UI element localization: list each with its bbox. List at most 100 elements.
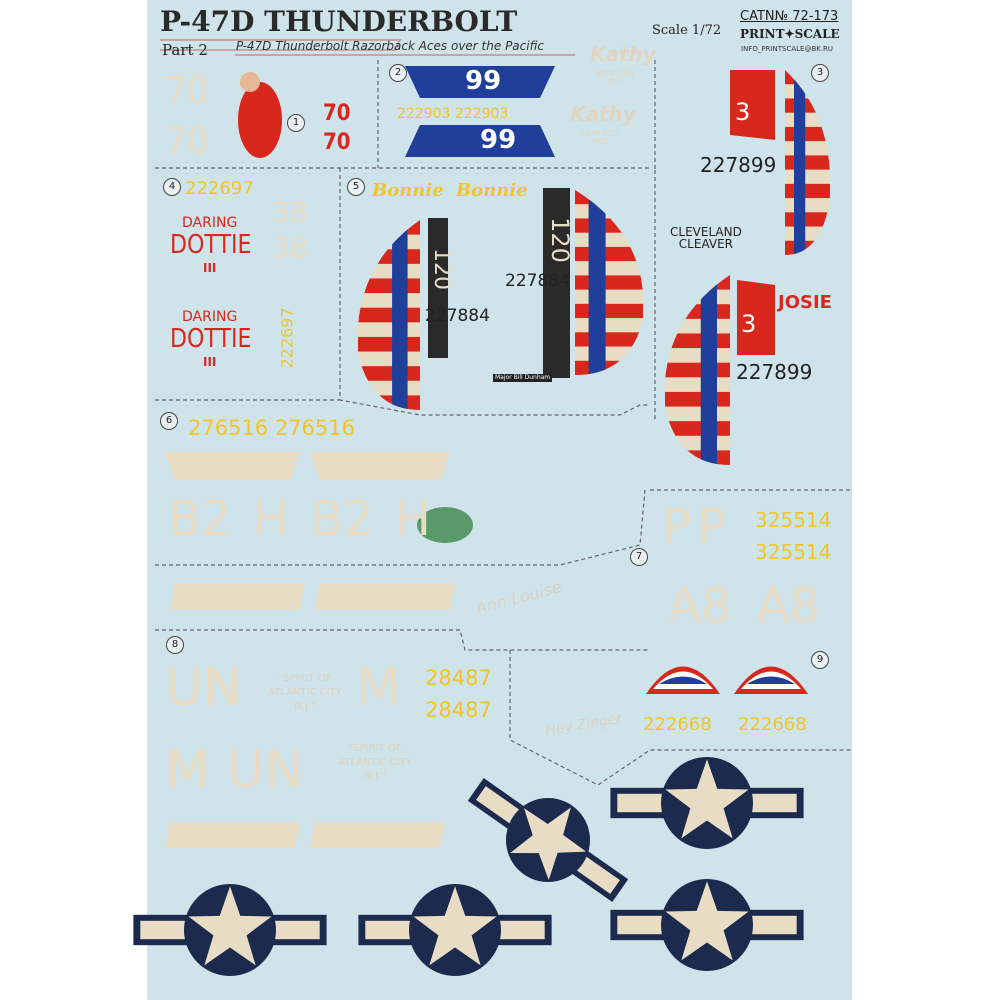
insignia-star xyxy=(665,881,749,961)
rudder-decal xyxy=(665,275,730,465)
rudder-stripe xyxy=(575,190,643,205)
star-insignia xyxy=(467,778,629,902)
nose-art-name: Bonnie xyxy=(456,180,528,201)
fuselage-codes: M UN xyxy=(165,740,304,800)
rudder-stripe xyxy=(575,218,643,233)
cap-blue xyxy=(747,676,795,684)
nose-art-daring: DARING xyxy=(182,309,238,325)
rudder-stripe xyxy=(358,278,420,294)
rudder-red-panel xyxy=(730,70,775,140)
rudder-number: 3 xyxy=(741,310,757,338)
nose-art-daring: DARING xyxy=(182,215,238,231)
nose-art-name: Kathy xyxy=(590,42,656,66)
fuselage-codes: M xyxy=(356,658,401,718)
section-number: 8 xyxy=(166,636,184,654)
section-number: 9 xyxy=(811,651,829,669)
serial: 222903 222903 xyxy=(397,106,509,122)
fuselage-codes: B2 H B2 H xyxy=(168,491,431,547)
rudder-stripe xyxy=(665,333,730,349)
rudder-black-panel xyxy=(543,188,570,378)
rudder-stripe xyxy=(575,246,643,262)
serial: 28487 xyxy=(425,666,492,690)
rudder-stripe xyxy=(785,212,830,227)
rudder-number: 120 xyxy=(545,217,574,263)
rudder-decal xyxy=(785,70,830,255)
star-insignia xyxy=(358,884,552,976)
rudder-stripe xyxy=(665,304,730,319)
serial: 28487 xyxy=(425,698,492,722)
nose-art-spirit: "SPIRIT OF ATLANTIC CITY N.J." xyxy=(268,673,342,712)
rudder-stripe xyxy=(785,155,830,170)
rudder-stripe xyxy=(358,395,420,410)
section-number: 6 xyxy=(160,412,178,430)
serial: 227884 xyxy=(425,306,490,326)
serial: 227884 xyxy=(505,271,570,291)
rudder-stripe xyxy=(358,307,420,323)
section-number: 2 xyxy=(389,64,407,82)
nose-art-dottie: DOTTIE xyxy=(170,324,252,354)
rudder-decal xyxy=(358,220,420,410)
cut-line xyxy=(509,650,852,786)
rudder-stripe xyxy=(665,391,730,407)
blue-panel xyxy=(405,125,555,157)
cream-panel xyxy=(310,452,450,480)
fuselage-codes: A8 A8 xyxy=(668,578,821,634)
rudder-stripe xyxy=(575,360,643,375)
star-insignia xyxy=(610,757,804,849)
rudder-fill xyxy=(785,70,830,255)
section-number: 3 xyxy=(811,64,829,82)
nose-art-name: Bonnie xyxy=(372,180,444,201)
rudder-stripe xyxy=(575,275,643,290)
cream-panel xyxy=(315,583,455,610)
cream-panel xyxy=(310,822,445,848)
cut-line xyxy=(155,629,650,651)
serial: 222668 xyxy=(738,714,807,735)
decal-70-red: 70 xyxy=(323,101,351,126)
rudder-blue-band xyxy=(588,190,606,375)
part-label: Part 2 xyxy=(162,41,208,59)
nose-art-iii: III xyxy=(203,355,217,369)
rudder-blue-band xyxy=(392,220,408,410)
cream-panel xyxy=(165,452,300,480)
insignia-star xyxy=(510,807,587,880)
rudder-stripe xyxy=(665,362,730,378)
mascot-nose-art xyxy=(417,507,473,543)
pinup-head xyxy=(240,72,260,92)
rudder-fill xyxy=(665,275,730,465)
rudder-stripe xyxy=(785,98,830,113)
pinup-nose-art xyxy=(238,82,282,158)
motto: VENI VIDI VICI xyxy=(596,69,634,86)
star-insignia xyxy=(610,879,804,971)
decal-99: 99 xyxy=(465,66,502,96)
brand-logo: PRINT✦SCALE xyxy=(740,27,840,41)
section-number: 5 xyxy=(347,178,365,196)
rudder-stripe xyxy=(785,240,830,255)
nose-art-name: CLEVELAND CLEAVER xyxy=(670,225,742,251)
rudder-number: 120 xyxy=(429,248,454,290)
catalog-number: CATN№ 72-173 xyxy=(740,9,839,24)
serial: 325514 xyxy=(755,540,832,564)
section-number: 7 xyxy=(630,548,648,566)
insignia-star xyxy=(188,886,272,966)
decal-99: 99 xyxy=(480,125,517,155)
tail-cap xyxy=(646,666,720,694)
rudder-fill xyxy=(575,190,643,375)
rudder-stripe xyxy=(358,249,420,264)
cream-panel xyxy=(165,822,300,848)
rudder-black-panel xyxy=(428,218,448,358)
motto: VENI VIDI VICI xyxy=(581,129,619,146)
serial: 222668 xyxy=(643,714,712,735)
rudder-stripe xyxy=(665,275,730,290)
fuselage-codes: PP xyxy=(662,499,732,555)
rudder-stripe xyxy=(358,220,420,235)
nose-art-dottie: DOTTIE xyxy=(170,230,252,260)
title: P-47D THUNDERBOLT xyxy=(160,5,518,38)
decal-70: 70 xyxy=(165,69,209,113)
serial: 227899 xyxy=(736,360,813,384)
rudder-stripe xyxy=(575,332,643,347)
nose-art-iii: III xyxy=(203,261,217,275)
subtitle: P-47D Thunderbolt Razorback Aces over th… xyxy=(236,39,544,53)
insignia-star xyxy=(665,759,749,839)
rudder-blue-band xyxy=(700,275,717,465)
